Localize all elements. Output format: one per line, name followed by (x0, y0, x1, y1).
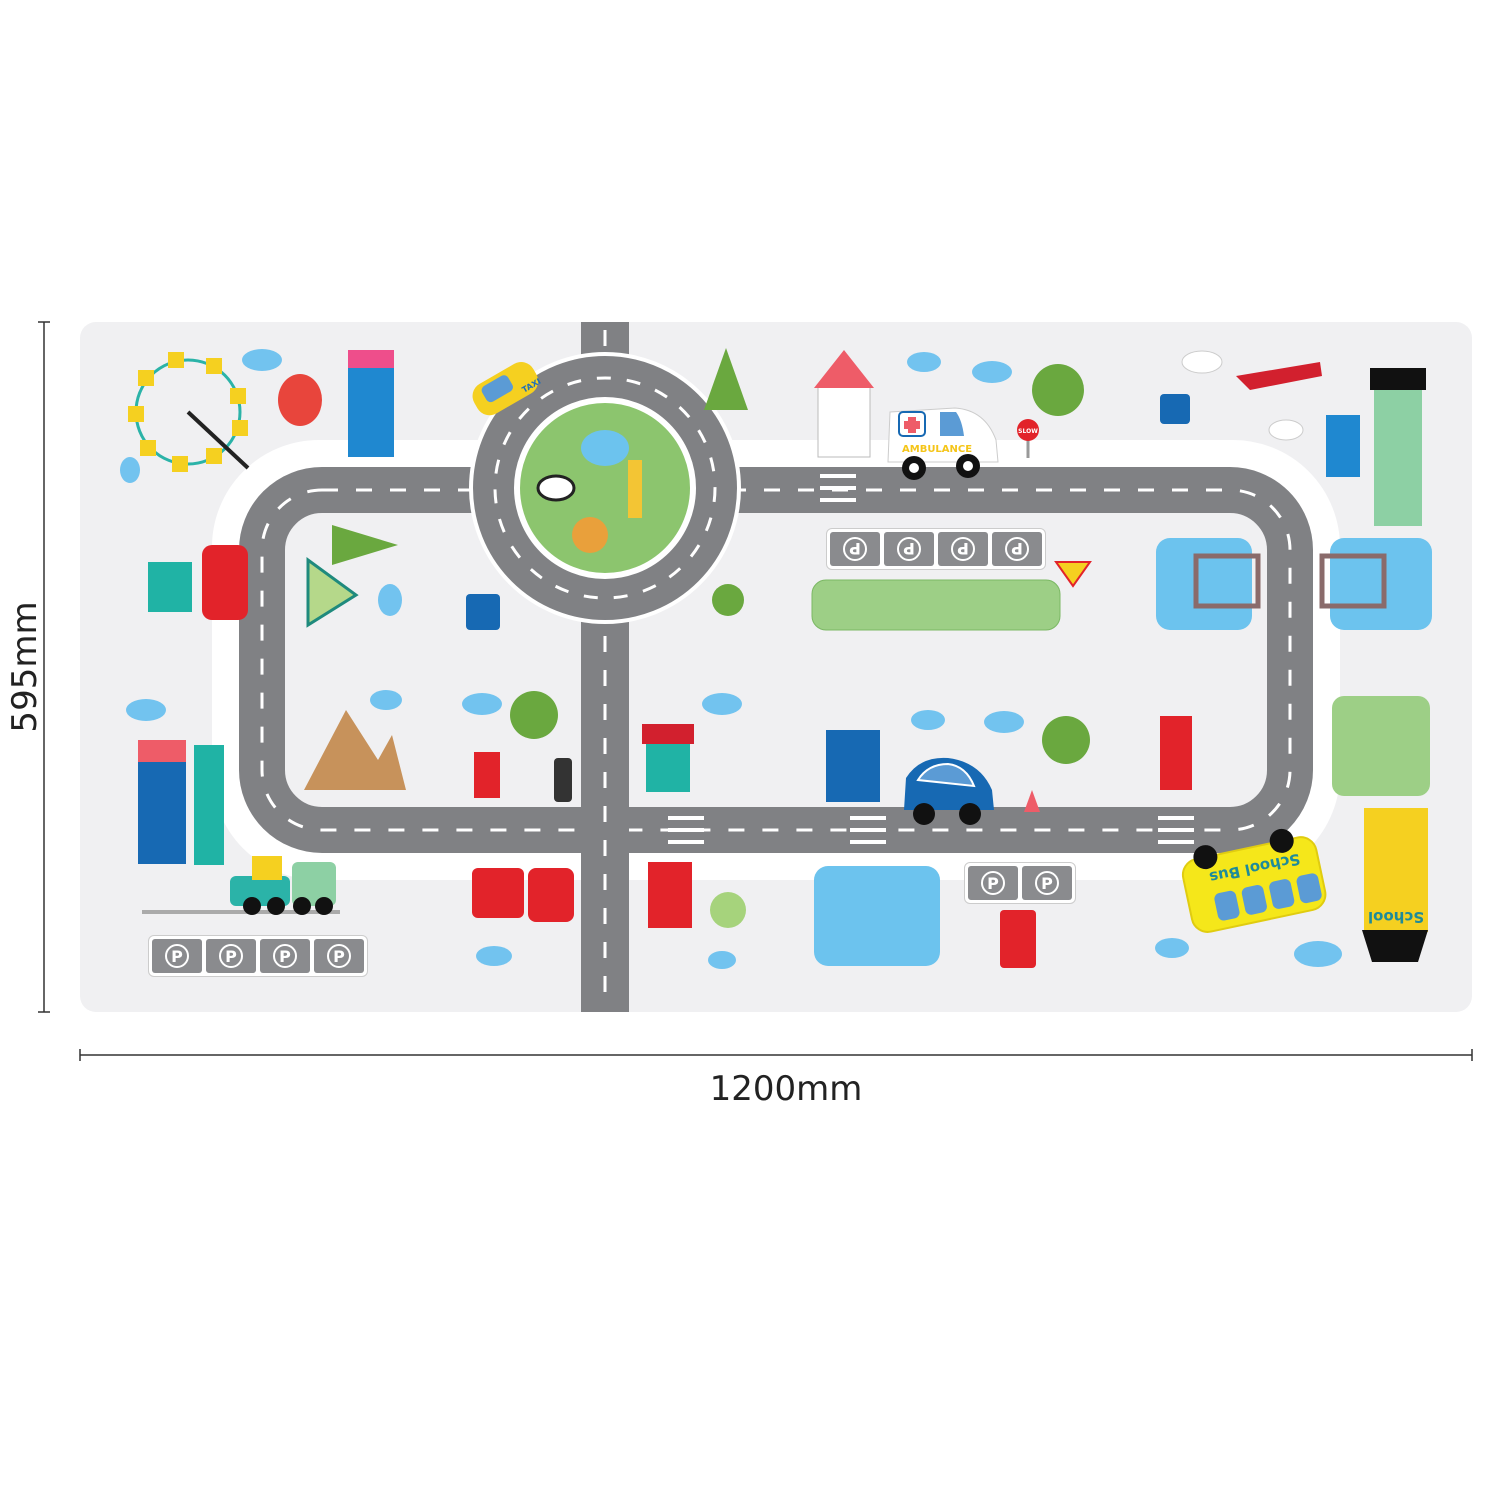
parking-spot[interactable]: P (152, 939, 202, 973)
slow-sign: SLOW (1017, 419, 1039, 458)
parking-spot[interactable]: P (938, 532, 988, 566)
parking-spot[interactable]: P (260, 939, 310, 973)
fire-truck (472, 868, 524, 918)
parking-spot[interactable]: P (830, 532, 880, 566)
phone-booth (1160, 716, 1192, 790)
teal-house (646, 740, 690, 792)
zebra (536, 474, 576, 502)
slow-label: SLOW (1018, 428, 1038, 435)
lion (572, 517, 608, 553)
parking-row-bottom-middle: P P (964, 862, 1076, 904)
parking-row-bottom-left: P P P P (148, 935, 368, 977)
parking-spot[interactable]: P (206, 939, 256, 973)
bridge (1193, 553, 1261, 609)
parking-spot[interactable]: P (992, 532, 1042, 566)
river-right (1330, 538, 1432, 630)
ambulance-label: AMBULANCE (902, 444, 972, 455)
parking-label: P (327, 944, 351, 968)
ambulance: AMBULANCE (887, 407, 999, 480)
width-dimension (79, 1049, 1473, 1061)
parking-label: P (897, 537, 921, 561)
giraffe (628, 460, 642, 518)
height-label: 595mm (5, 601, 45, 732)
elephant (581, 430, 629, 466)
hospital (817, 384, 871, 458)
red-car-left (202, 545, 248, 620)
height-dimension (38, 321, 50, 1013)
parking-label: P (843, 537, 867, 561)
clock-tower (138, 760, 186, 864)
parking-label: P (219, 944, 243, 968)
shop-building (148, 562, 192, 612)
parking-label: P (273, 944, 297, 968)
crosswalks (668, 474, 1194, 844)
parking-label: P (981, 871, 1005, 895)
parking-label: P (1005, 537, 1029, 561)
traffic-light (554, 758, 572, 802)
tent (306, 557, 359, 628)
airplane (1236, 362, 1322, 390)
no-parking-sign (1160, 394, 1190, 424)
school-label: School (1368, 908, 1424, 926)
bridge-right (1319, 553, 1387, 609)
teal-tower (194, 745, 224, 865)
traffic-cone (1024, 790, 1040, 812)
hot-air-balloon (278, 374, 322, 426)
small-blue-house (1326, 415, 1360, 477)
ferris-wheel (128, 352, 250, 472)
red-car-bottom (528, 868, 574, 922)
parking-spot[interactable]: P (1022, 866, 1072, 900)
train (142, 856, 340, 915)
river-left (1156, 538, 1252, 630)
parking-spot[interactable]: P (968, 866, 1018, 900)
school-building: School (1362, 808, 1428, 962)
red-building (648, 862, 692, 928)
width-label: 1200mm (710, 1069, 863, 1109)
trees (332, 348, 1090, 928)
warning-sign (1054, 561, 1092, 588)
parking-label: P (165, 944, 189, 968)
parking-spot[interactable]: P (884, 532, 934, 566)
gas-pump (1000, 910, 1036, 968)
pond-bottom (814, 866, 940, 966)
grass-patch-right (1332, 696, 1430, 796)
zoo-animals (536, 430, 642, 553)
green-tower (1374, 388, 1422, 526)
pink-roof-building (348, 365, 394, 457)
fire-hydrant (474, 752, 500, 798)
clouds (120, 349, 1342, 969)
parking-row-top: P P P P (826, 528, 1046, 570)
police-station (826, 730, 880, 802)
school-bus: School Bus (1181, 828, 1327, 933)
parking-label: P (1035, 871, 1059, 895)
grass-patch (811, 579, 1061, 631)
parking-label: P (951, 537, 975, 561)
zoo-island (514, 397, 696, 579)
police-car (904, 757, 994, 825)
parking-spot[interactable]: P (314, 939, 364, 973)
no-parking-sign-2 (466, 594, 500, 630)
mountains (304, 710, 406, 790)
